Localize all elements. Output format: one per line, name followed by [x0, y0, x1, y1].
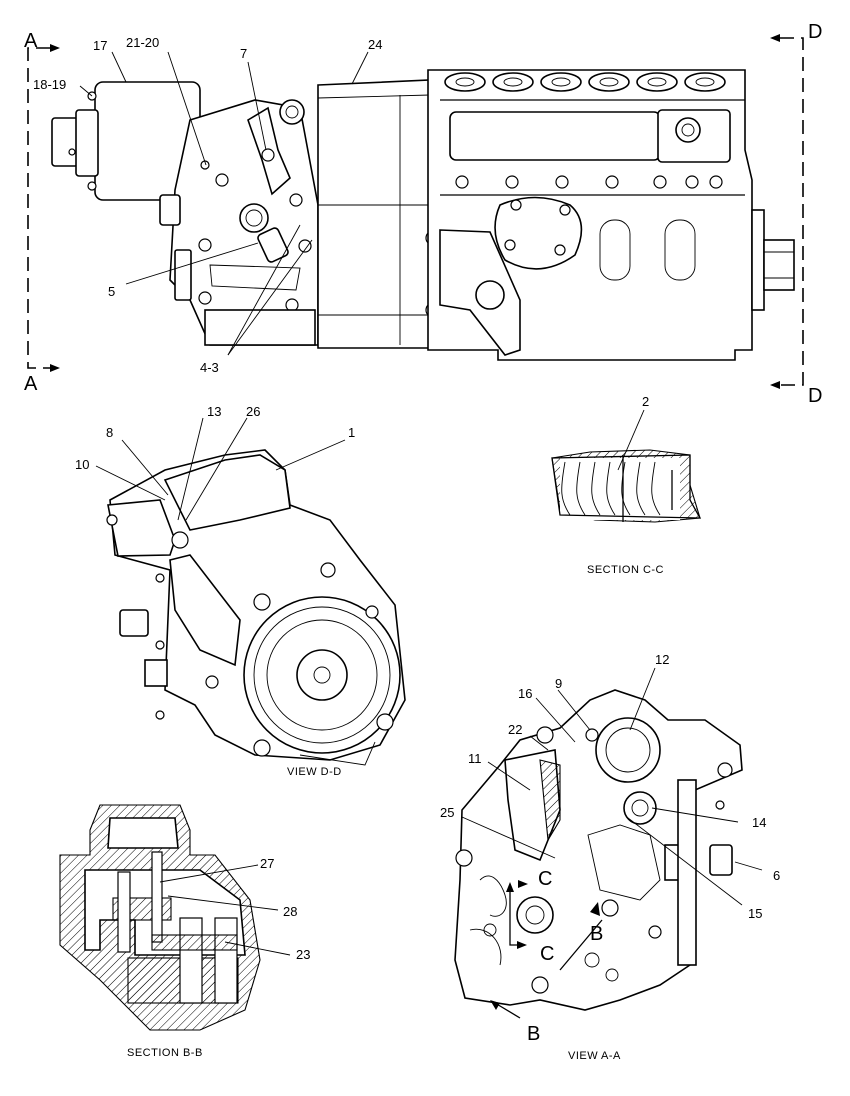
callout-10: 10 — [75, 457, 89, 472]
section-cc — [551, 449, 702, 523]
callout-24: 24 — [368, 37, 382, 52]
spring-coils — [561, 455, 673, 522]
view-dd-callouts — [95, 417, 346, 521]
callout-2: 2 — [642, 394, 649, 409]
caption-section-bb: SECTION B-B — [127, 1047, 203, 1059]
leader-2 — [617, 409, 645, 471]
view-marker-a-bottom: A — [24, 373, 38, 395]
main-view-callouts — [79, 51, 369, 356]
callout-16: 16 — [518, 686, 532, 701]
main-side-view — [27, 34, 804, 389]
view-marker-a-top: A — [24, 30, 38, 52]
caption-section-cc: SECTION C-C — [587, 564, 664, 576]
callout-26: 26 — [246, 404, 260, 419]
callout-21-20: 21-20 — [126, 35, 159, 50]
callout-5: 5 — [108, 284, 115, 299]
caption-view-dd: VIEW D-D — [287, 766, 342, 778]
callout-27: 27 — [260, 856, 274, 871]
callout-18-19: 18-19 — [33, 77, 66, 92]
callout-8: 8 — [106, 425, 113, 440]
callout-13: 13 — [207, 404, 221, 419]
view-marker-b-inner: B — [590, 923, 603, 945]
callout-17: 17 — [93, 38, 107, 53]
view-dd — [106, 449, 406, 766]
callout-6: 6 — [773, 868, 780, 883]
callout-25: 25 — [440, 805, 454, 820]
caption-view-aa: VIEW A-A — [568, 1050, 621, 1062]
view-marker-d-top: D — [808, 21, 822, 43]
view-aa — [454, 689, 743, 1019]
delivery-valve-row — [444, 72, 726, 92]
callout-14: 14 — [752, 815, 766, 830]
callout-4-3: 4-3 — [200, 360, 219, 375]
callout-28: 28 — [283, 904, 297, 919]
callout-1: 1 — [348, 425, 355, 440]
section-bb — [59, 804, 261, 1031]
view-aa-callouts — [461, 667, 763, 906]
callout-15: 15 — [748, 906, 762, 921]
section-bb-callouts — [159, 864, 291, 956]
callout-11: 11 — [468, 751, 482, 766]
view-marker-d-bottom: D — [808, 385, 822, 407]
view-marker-c-lower: C — [540, 943, 554, 965]
view-marker-c-upper: C — [538, 868, 552, 890]
callout-12: 12 — [655, 652, 669, 667]
callout-22: 22 — [508, 722, 522, 737]
view-marker-b-outer: B — [527, 1023, 540, 1045]
callout-7: 7 — [240, 46, 247, 61]
callout-9: 9 — [555, 676, 562, 691]
callout-23: 23 — [296, 947, 310, 962]
